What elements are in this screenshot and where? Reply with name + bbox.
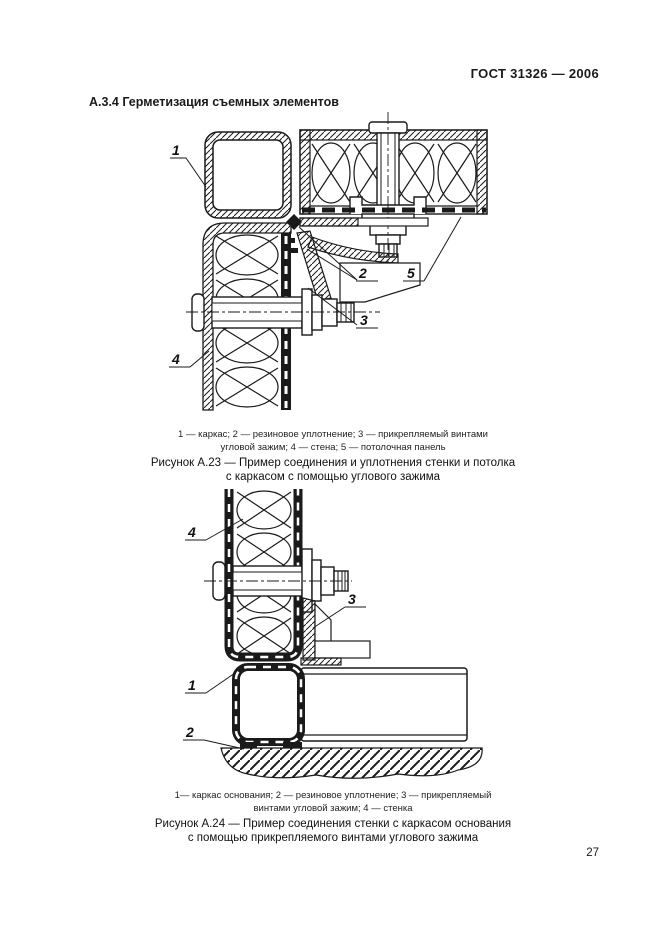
fig2-callout-2: 2	[185, 724, 194, 740]
fig1-callout-3: 3	[360, 312, 368, 328]
frame-tube	[204, 131, 292, 219]
fig1-legend-line1: 1 — каркас; 2 — резиновое уплотнение; 3 …	[178, 429, 488, 440]
corner-clamp	[286, 214, 429, 303]
fig1-legend-line2: угловой зажим; 4 — стена; 5 — потолочная…	[220, 442, 446, 453]
doc-code: ГОСТ 31326 — 2006	[470, 66, 599, 81]
fig2-callout-3: 3	[348, 591, 356, 607]
fig1-callout-1: 1	[172, 142, 180, 158]
figure-a23-drawing: 1 2 5 3 4	[169, 112, 488, 411]
fig1-callouts: 1 2 5 3 4	[169, 142, 462, 368]
fig2-legend-line1: 1— каркас основания; 2 — резиновое уплот…	[174, 790, 492, 801]
fig2-caption-line1: Рисунок А.24 — Пример соединения стенки …	[154, 818, 512, 830]
fig2-caption-line2: с помощью прикрепляемого винтами угловог…	[187, 832, 479, 844]
section-title: А.3.4 Герметизация съемных элементов	[89, 95, 339, 109]
fig1-callout-4: 4	[171, 351, 180, 367]
fig1-legend: 1 — каркас; 2 — резиновое уплотнение; 3 …	[103, 428, 563, 454]
fig1-callout-2: 2	[358, 265, 367, 281]
fig2-callout-4: 4	[187, 524, 196, 540]
page-number: 27	[586, 847, 599, 859]
ground-hatch	[220, 747, 483, 779]
fig2-caption: Рисунок А.24 — Пример соединения стенки …	[103, 817, 563, 845]
fig1-callout-5: 5	[407, 265, 415, 281]
figure-a24-drawing: 4 3 1 2	[183, 489, 483, 779]
rubber-seals	[240, 742, 302, 748]
fig2-legend: 1— каркас основания; 2 — резиновое уплот…	[103, 789, 563, 815]
fig1-caption-line1: Рисунок А.23 — Пример соединения и уплот…	[150, 457, 516, 469]
wall-bolt-assembly	[186, 288, 380, 336]
fig2-callouts: 4 3 1 2	[183, 518, 366, 750]
fig2-callout-1: 1	[188, 677, 196, 693]
angle-clamp-2	[300, 597, 371, 666]
fig1-caption: Рисунок А.23 — Пример соединения и уплот…	[103, 456, 563, 484]
fig1-caption-line2: с каркасом с помощью углового зажима	[225, 471, 441, 483]
base-frame	[232, 663, 468, 746]
fig2-legend-line2: винтами угловой зажим; 4 — стенка	[253, 803, 413, 814]
base-wall-bolt	[204, 548, 352, 613]
